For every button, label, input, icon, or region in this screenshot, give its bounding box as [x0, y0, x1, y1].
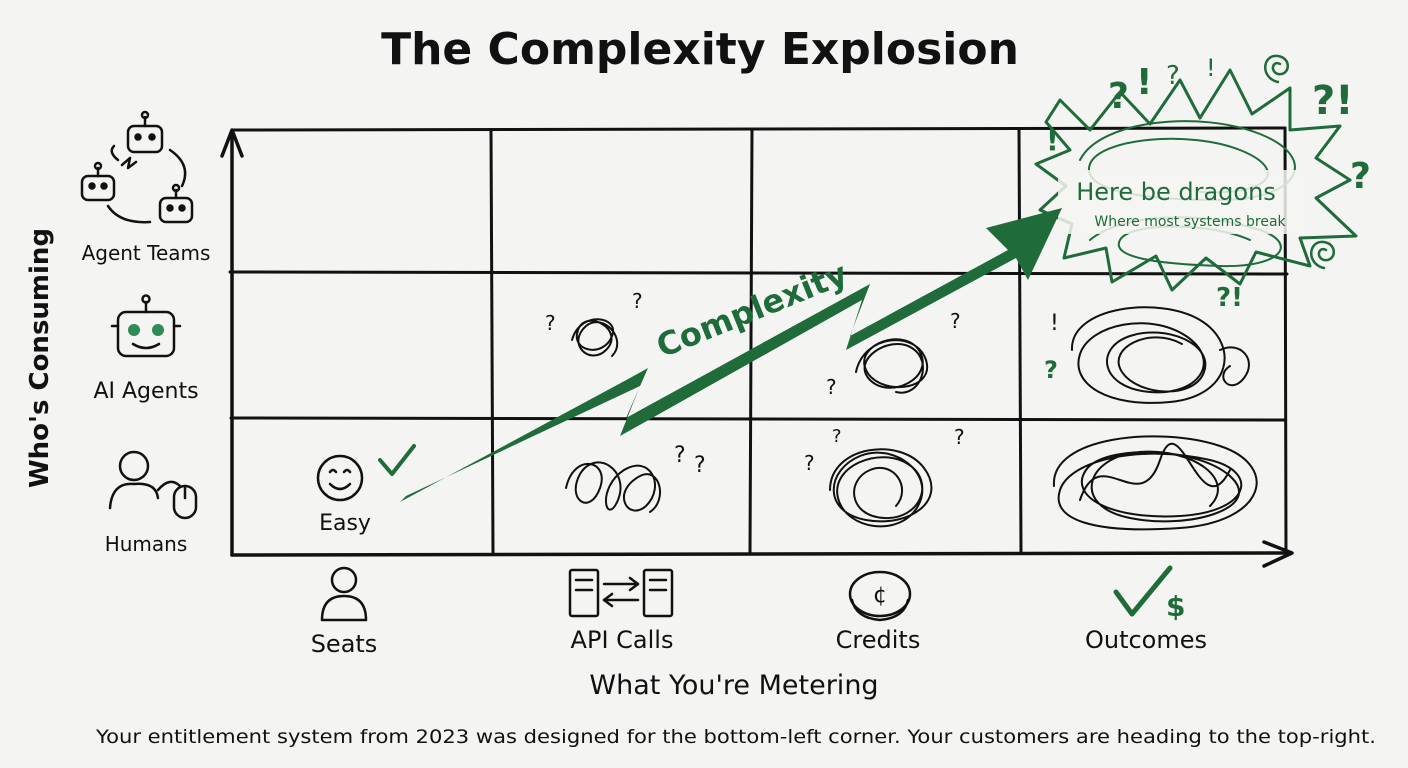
scribble-api-ai: ? ? [545, 289, 643, 356]
servers-exchange-icon [570, 570, 672, 616]
coin-icon: ¢ [850, 572, 910, 620]
x-axis-label: What You're Metering [589, 670, 878, 701]
scribble-outcomes-human [1054, 436, 1257, 529]
column-label-credits: Credits [836, 626, 921, 654]
complexity-arrow [400, 208, 1062, 502]
smiley-icon [318, 456, 362, 500]
svg-text:!: ! [1206, 54, 1216, 82]
check-dollar-icon: $ [1116, 568, 1185, 623]
svg-text:?: ? [826, 375, 837, 399]
diagram-title: The Complexity Explosion [381, 24, 1019, 75]
person-icon [322, 568, 366, 620]
scribble-outcomes-ai: ! ? ?! [1044, 283, 1249, 403]
svg-text:?: ? [545, 311, 556, 335]
svg-text:?!: ?! [1216, 283, 1243, 313]
y-axis [222, 130, 242, 555]
svg-text:?: ? [674, 443, 686, 468]
row-label-ai-agents: AI Agents [93, 379, 198, 404]
dragons-subtitle: Where most systems break [1094, 214, 1286, 230]
svg-text:?!: ?! [1312, 78, 1353, 124]
svg-text:?: ? [950, 309, 961, 333]
svg-text:?: ? [1044, 356, 1058, 384]
easy-label: Easy [319, 511, 371, 536]
column-label-outcomes: Outcomes [1085, 626, 1207, 654]
svg-text:?: ? [804, 451, 815, 475]
svg-text:¢: ¢ [873, 583, 887, 608]
dragons-explosion: ? ! ? ! ?! ? ! [1036, 54, 1371, 290]
dragons-title: Here be dragons [1076, 178, 1276, 206]
svg-text:?: ? [1108, 76, 1129, 117]
svg-text:!: ! [1050, 311, 1059, 336]
svg-text:$: $ [1166, 590, 1185, 623]
row-label-agent-teams: Agent Teams [82, 241, 211, 265]
svg-text:?: ? [832, 426, 842, 447]
y-axis-label: Who's Consuming [25, 228, 55, 488]
svg-text:?: ? [694, 453, 706, 478]
person-mouse-icon [110, 452, 196, 518]
robot-icon [112, 296, 180, 357]
svg-text:?: ? [632, 289, 643, 313]
svg-text:!: ! [1136, 62, 1152, 103]
svg-text:?: ? [1350, 156, 1371, 197]
svg-text:?: ? [1166, 61, 1180, 91]
column-label-seats: Seats [311, 630, 378, 658]
robot-team-icon [82, 112, 192, 222]
caption: Your entitlement system from 2023 was de… [95, 726, 1376, 748]
scribble-api-human: ? ? [566, 443, 706, 512]
scribble-credits-human: ? ? ? [804, 425, 965, 526]
svg-text:!: ! [1046, 124, 1059, 157]
checkmark-icon [380, 446, 414, 474]
row-label-humans: Humans [105, 532, 188, 556]
column-label-api-calls: API Calls [571, 626, 674, 654]
svg-text:?: ? [954, 425, 965, 449]
x-axis [232, 542, 1292, 566]
